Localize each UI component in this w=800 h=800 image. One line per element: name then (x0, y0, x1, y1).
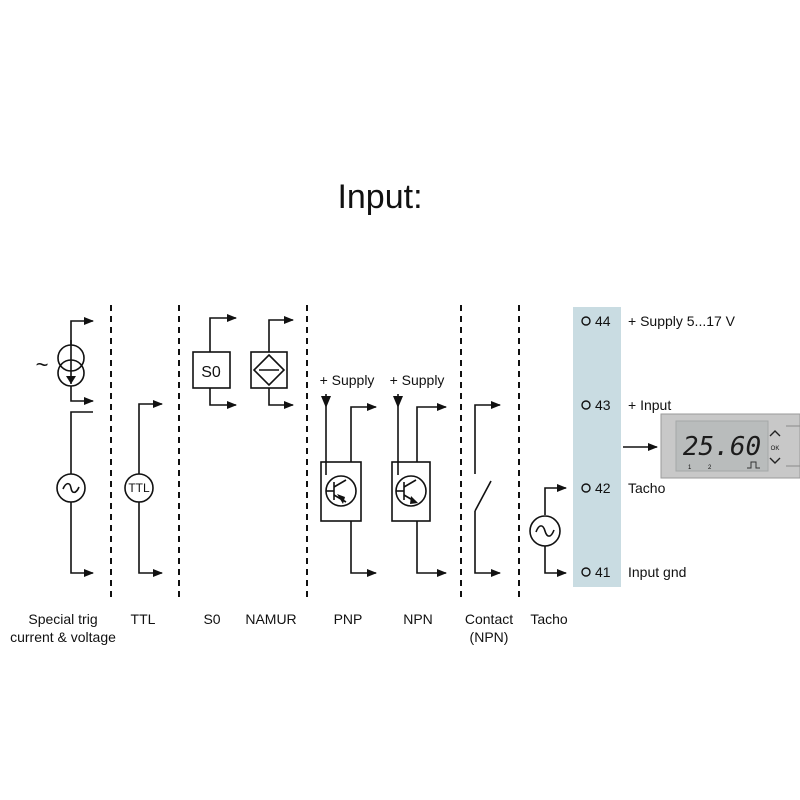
pulse-icon (747, 461, 760, 469)
label-special-trig: Special trig (28, 611, 97, 627)
terminal-42[interactable]: 42 Tacho (581, 480, 666, 496)
display-index-1: 1 (688, 465, 692, 471)
terminal-number: 42 (595, 480, 611, 496)
label-contact-line2: (NPN) (470, 629, 509, 645)
label-contact: Contact (465, 611, 513, 627)
label-pnp: PNP (334, 611, 363, 627)
ok-button[interactable]: OK (771, 446, 780, 452)
label-ttl: TTL (131, 611, 156, 627)
label-s0: S0 (203, 611, 220, 627)
s0-circuit: S0 (192, 314, 237, 409)
tilde-symbol: ~ (36, 352, 49, 377)
special-trig-circuit: ~ (36, 317, 94, 577)
display-value: 25.60 (683, 432, 761, 462)
label-namur: NAMUR (245, 611, 296, 627)
terminal-label: + Supply 5...17 V (628, 313, 736, 329)
label-npn: NPN (403, 611, 433, 627)
terminal-41[interactable]: 41 Input gnd (581, 564, 686, 580)
ttl-symbol-label: TTL (128, 481, 150, 495)
ttl-circuit: TTL (124, 400, 163, 577)
page-title: Input: (337, 178, 422, 216)
up-arrow-button[interactable] (769, 430, 781, 437)
pnp-circuit: + Supply (320, 372, 377, 577)
terminal-label: Input gnd (628, 564, 686, 580)
terminal-43[interactable]: 43 + Input (581, 397, 671, 413)
namur-circuit (250, 316, 294, 409)
terminal-number: 41 (595, 564, 611, 580)
terminal-44[interactable]: 44 + Supply 5...17 V (581, 313, 736, 329)
contact-circuit (474, 401, 501, 577)
npn-supply-label: + Supply (390, 372, 445, 388)
display-index-2: 2 (708, 465, 712, 471)
namur-sensor-icon (252, 353, 286, 387)
display-module: 25.60 1 2 OK (660, 413, 800, 479)
npn-circuit: + Supply (390, 372, 447, 577)
s0-box (192, 351, 231, 389)
tacho-circuit (529, 484, 567, 577)
s0-symbol-label: S0 (201, 364, 221, 381)
terminal-label: + Input (628, 397, 671, 413)
label-tacho: Tacho (530, 611, 568, 627)
terminal-number: 44 (595, 313, 611, 329)
pnp-supply-label: + Supply (320, 372, 375, 388)
terminal-label: Tacho (628, 480, 666, 496)
switch-contact-icon (474, 480, 492, 512)
label-special-trig-line2: current & voltage (10, 629, 116, 645)
display-screen (675, 420, 769, 472)
down-arrow-button[interactable] (769, 457, 781, 464)
terminal-strip (573, 307, 621, 587)
terminal-number: 43 (595, 397, 611, 413)
